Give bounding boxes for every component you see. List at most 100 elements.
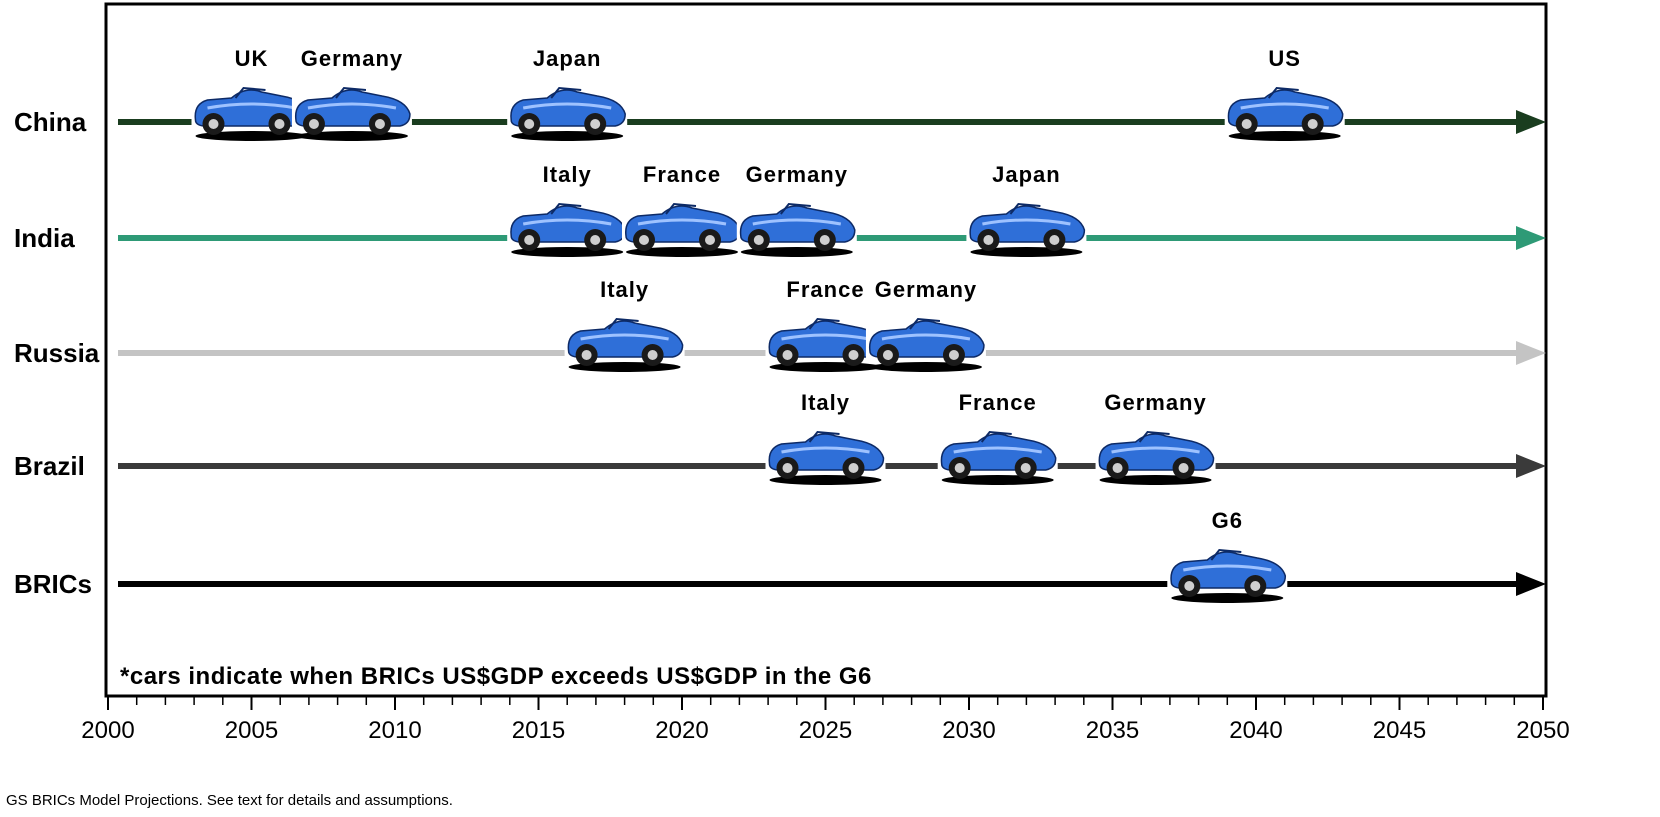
car-highlight (207, 102, 296, 110)
x-tick-label: 2045 (1373, 717, 1426, 744)
row-arrowhead (1516, 454, 1546, 478)
row-arrowhead (1516, 110, 1546, 134)
car-marker: Japan (966, 162, 1087, 257)
car-marker: Germany (736, 162, 857, 257)
car-label: UK (235, 46, 269, 71)
car-label: France (643, 162, 721, 187)
x-tick-label: 2040 (1229, 717, 1282, 744)
car-label: Italy (801, 390, 850, 415)
car-windshield (607, 317, 639, 330)
chart-note: *cars indicate when BRICs US$GDP exceeds… (120, 663, 872, 690)
car-label: Germany (1104, 390, 1206, 415)
car-hubcap (374, 119, 385, 129)
car-marker: France (765, 277, 886, 372)
row-label: Russia (14, 338, 100, 368)
car-hubcap (581, 350, 592, 360)
x-tick-label: 2000 (81, 717, 134, 744)
car-hubcap (590, 235, 601, 245)
row-india: India Italy France Germany Japan (14, 162, 1546, 257)
row-brics: BRICs G6 (14, 508, 1546, 603)
car-marker: UK (191, 46, 312, 141)
car-windshield (550, 202, 582, 215)
car-hubcap (848, 350, 859, 360)
car-marker: Germany (1095, 390, 1216, 485)
car-highlight (522, 102, 612, 110)
row-label: China (14, 107, 87, 137)
car-hubcap (753, 235, 764, 245)
car-hubcap (782, 350, 793, 360)
car-label: France (786, 277, 864, 302)
row-arrowhead (1516, 341, 1546, 365)
car-label: Japan (533, 46, 602, 71)
car-hubcap (819, 235, 830, 245)
car-windshield (909, 317, 941, 330)
car-highlight (1111, 446, 1200, 454)
car-hubcap (954, 463, 965, 473)
car-windshield (808, 317, 840, 330)
car-label: Italy (543, 162, 592, 187)
car-highlight (953, 446, 1042, 454)
car-windshield (550, 86, 582, 99)
car-label: Italy (600, 277, 649, 302)
car-hubcap (1250, 581, 1261, 591)
car-highlight (522, 218, 612, 226)
car-marker: Italy (507, 162, 628, 257)
car-hubcap (1307, 119, 1318, 129)
car-hubcap (308, 119, 319, 129)
car-hubcap (639, 235, 649, 245)
car-hubcap (590, 119, 601, 129)
car-label: Germany (746, 162, 848, 187)
car-hubcap (208, 119, 219, 129)
row-label: BRICs (14, 569, 92, 599)
car-marker: France (937, 390, 1058, 485)
car-highlight (1183, 564, 1272, 572)
car-hubcap (1049, 235, 1060, 245)
car-hubcap (274, 119, 285, 129)
car-highlight (781, 446, 870, 454)
car-hubcap (524, 119, 535, 129)
row-label: India (14, 223, 75, 253)
car-windshield (1267, 86, 1299, 99)
car-hubcap (524, 235, 535, 245)
row-russia: Russia Italy France Germany (14, 277, 1546, 372)
car-label: France (959, 390, 1037, 415)
car-hubcap (705, 235, 715, 245)
car-highlight (580, 333, 669, 341)
car-hubcap (1184, 581, 1195, 591)
car-highlight (982, 218, 1071, 226)
car-label: G6 (1212, 508, 1243, 533)
car-highlight (637, 218, 727, 226)
car-label: US (1268, 46, 1301, 71)
car-label: Japan (992, 162, 1061, 187)
car-windshield (1009, 202, 1041, 215)
car-windshield (780, 202, 811, 215)
car-marker: Italy (765, 390, 886, 485)
car-hubcap (1020, 463, 1031, 473)
x-tick-label: 2010 (368, 717, 421, 744)
car-hubcap (948, 350, 959, 360)
car-marker: Japan (507, 46, 628, 141)
car-windshield (665, 202, 697, 215)
car-highlight (781, 333, 870, 341)
car-marker: France (622, 162, 742, 257)
x-tick-label: 2015 (512, 717, 565, 744)
car-marker: Germany (291, 46, 412, 141)
x-tick-label: 2025 (799, 717, 852, 744)
car-hubcap (1178, 463, 1189, 473)
car-hubcap (782, 463, 793, 473)
row-china: China UK Germany Japan US (14, 46, 1546, 141)
car-windshield (1138, 430, 1170, 443)
row-arrowhead (1516, 226, 1546, 250)
car-label: Germany (875, 277, 977, 302)
car-marker: Italy (564, 277, 685, 372)
car-windshield (808, 430, 840, 443)
car-marker: G6 (1167, 508, 1288, 603)
car-hubcap (1112, 463, 1123, 473)
x-tick-label: 2035 (1086, 717, 1139, 744)
x-tick-label: 2020 (655, 717, 708, 744)
x-tick-label: 2030 (942, 717, 995, 744)
car-highlight (881, 333, 971, 341)
